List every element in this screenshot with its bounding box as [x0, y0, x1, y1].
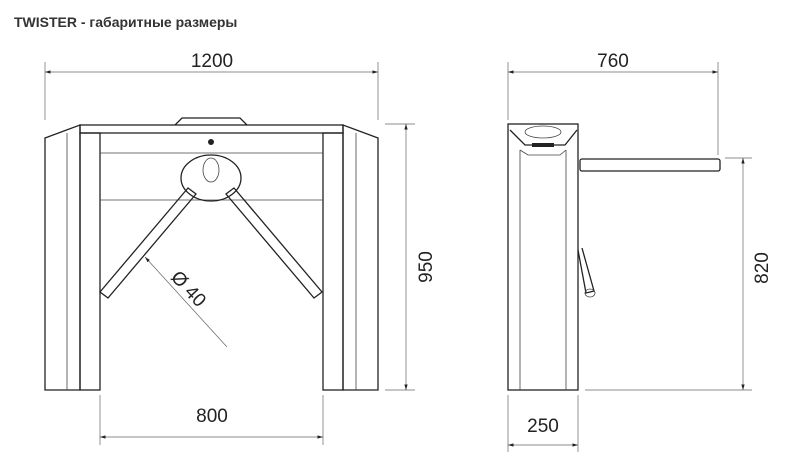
arm-height-label: 820 [752, 252, 773, 284]
drawing-title: TWISTER - габаритные размеры [14, 14, 238, 30]
front-height-label: 950 [416, 251, 437, 283]
side-depth-label: 760 [597, 51, 629, 72]
front-width-label: 1200 [191, 51, 233, 72]
arm-diameter-label: Ø 40 [166, 267, 209, 311]
side-view: 760 820 250 [507, 51, 773, 452]
front-view: Ø 40 1200 950 800 [44, 51, 437, 445]
passage-width-label: 800 [196, 406, 228, 427]
body-width-label: 250 [527, 416, 559, 437]
